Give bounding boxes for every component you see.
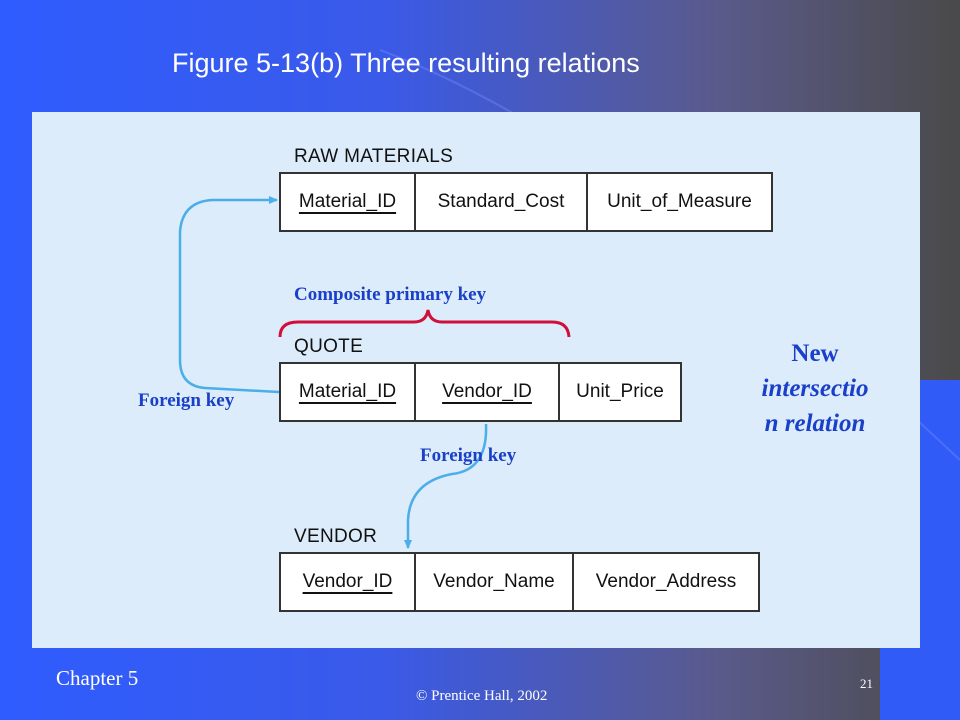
attribute-standard-cost: Standard_Cost (437, 191, 565, 212)
composite-primary-key-label: Composite primary key (294, 284, 487, 305)
relation-table-quote: Material_ID Vendor_ID Unit_Price (279, 362, 682, 422)
attribute-unit-of-measure: Unit_of_Measure (607, 191, 752, 212)
attribute-cell: Vendor_Address (574, 554, 758, 610)
attribute-cell: Unit_Price (560, 364, 680, 420)
relation-name-vendor: VENDOR (294, 526, 378, 547)
relation-table-raw-materials: Material_ID Standard_Cost Unit_of_Measur… (279, 172, 773, 232)
foreign-key-label-left: Foreign key (138, 390, 235, 411)
attribute-cell: Standard_Cost (416, 174, 588, 230)
attribute-cell: Unit_of_Measure (588, 174, 771, 230)
attribute-vendor-name: Vendor_Name (433, 571, 555, 592)
foreign-key-label-bottom: Foreign key (420, 445, 517, 466)
attribute-cell: Material_ID (281, 174, 416, 230)
attribute-cell: Material_ID (281, 364, 416, 420)
attribute-cell: Vendor_Name (416, 554, 574, 610)
attribute-cell: Vendor_ID (416, 364, 560, 420)
attribute-unit-price: Unit_Price (576, 381, 664, 402)
new-intersection-relation-label: New intersectio n relation (730, 336, 900, 441)
attribute-vendor-address: Vendor_Address (595, 571, 737, 592)
relation-name-raw-materials: RAW MATERIALS (294, 146, 454, 167)
footer-chapter: Chapter 5 (56, 666, 139, 690)
attribute-cell: Vendor_ID (281, 554, 416, 610)
attribute-material-id: Material_ID (298, 381, 397, 402)
new-intersection-line-2: intersectio (761, 375, 869, 402)
attribute-vendor-id: Vendor_ID (442, 381, 532, 402)
new-intersection-line-1: New (791, 340, 839, 367)
slide-title: Figure 5-13(b) Three resulting relations (172, 48, 640, 78)
attribute-vendor-id: Vendor_ID (302, 571, 393, 592)
relation-table-vendor: Vendor_ID Vendor_Name Vendor_Address (279, 552, 760, 612)
relation-name-quote: QUOTE (294, 336, 364, 357)
new-intersection-line-3: n relation (764, 410, 866, 437)
footer-copyright: © Prentice Hall, 2002 (416, 688, 548, 704)
page-number: 21 (860, 676, 873, 691)
attribute-material-id: Material_ID (298, 191, 397, 212)
